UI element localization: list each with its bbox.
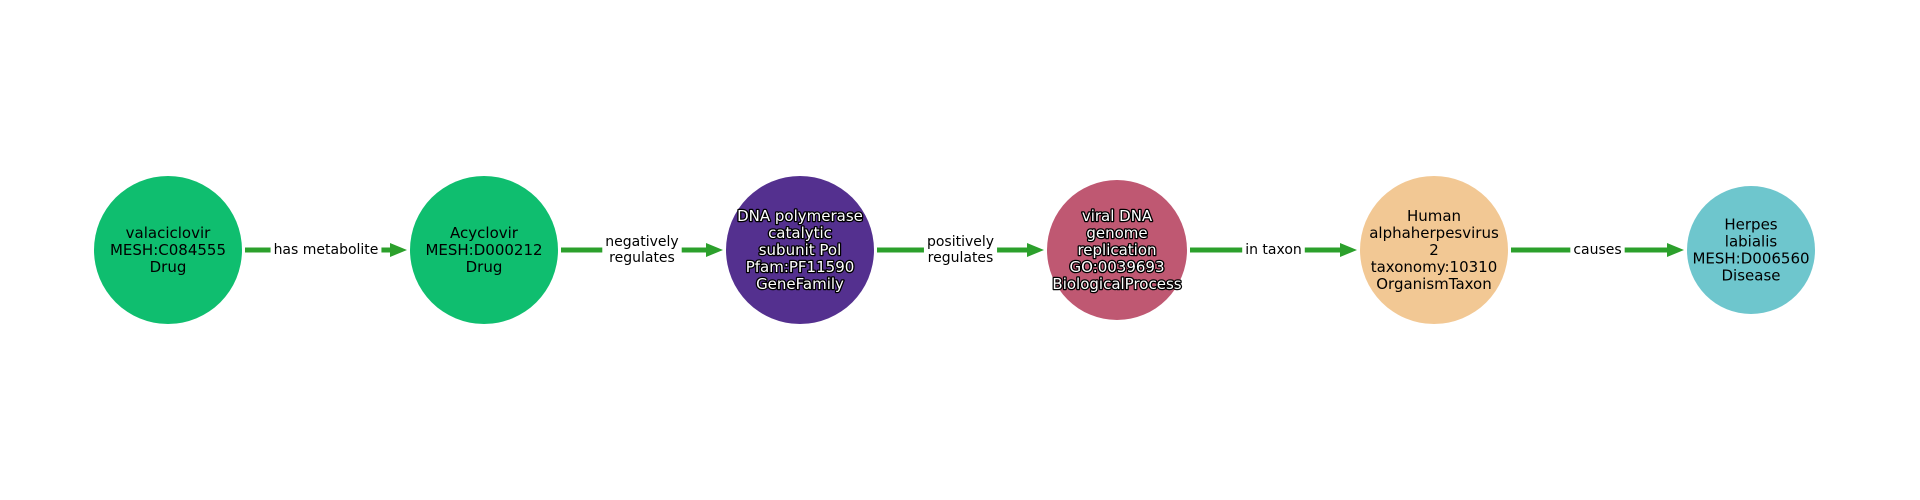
node-label-line: DNA polymerase — [737, 207, 863, 225]
node-circle-valaciclovir — [94, 176, 242, 324]
edge-label-bg — [602, 233, 682, 267]
edge-label-bg — [1242, 241, 1305, 259]
node-label-line: genome — [1086, 224, 1147, 242]
edge-arrowhead-icon — [390, 243, 407, 257]
edge-arrowhead-icon — [1667, 243, 1684, 257]
node-label-line: replication — [1077, 241, 1156, 259]
node-label-line: MESH:D006560 — [1692, 250, 1809, 268]
edge-label-text: positively — [927, 234, 994, 250]
node-label-line: 2 — [1429, 241, 1439, 259]
edge-arrowhead-icon — [1340, 243, 1357, 257]
node-label-line: taxonomy:10310 — [1371, 258, 1498, 276]
edge-label-text: regulates — [928, 250, 994, 266]
node-label-line: viral DNA — [1082, 207, 1153, 225]
node-circle-viral-dna-genome-replication — [1047, 180, 1187, 320]
edge-label-bg — [1570, 241, 1625, 259]
node-human-alphaherpesvirus-2: Humanalphaherpesvirus2taxonomy:10310Orga… — [1360, 176, 1508, 324]
edge-label-text: negatively — [605, 234, 678, 250]
edge-label-text: has metabolite — [274, 242, 379, 258]
node-label-line: Herpes — [1724, 216, 1777, 234]
node-label-line: BiologicalProcess — [1052, 275, 1181, 293]
edge-arrowhead-icon — [1027, 243, 1044, 257]
node-label-line: Drug — [150, 258, 187, 276]
node-label-line: GeneFamily — [756, 275, 844, 293]
node-label-line: Drug — [466, 258, 503, 276]
node-circle-herpes-labialis — [1687, 186, 1815, 314]
edge-label-3: in taxon — [1242, 241, 1305, 259]
edge-label-0: has metabolite — [270, 241, 382, 259]
edge-label-bg — [923, 233, 998, 267]
node-circle-acyclovir — [410, 176, 558, 324]
node-label-line: Human — [1407, 207, 1461, 225]
edge-label-text: regulates — [609, 250, 675, 266]
node-label-line: subunit Pol — [759, 241, 842, 259]
node-label-line: valaciclovir — [126, 224, 211, 242]
node-circle-human-alphaherpesvirus-2 — [1360, 176, 1508, 324]
node-viral-dna-genome-replication: viral DNAgenomereplicationGO:0039693Biol… — [1047, 180, 1187, 320]
edge-arrowhead-icon — [706, 243, 723, 257]
node-label-line: MESH:C084555 — [110, 241, 226, 259]
node-label-line: catalytic — [768, 224, 832, 242]
node-label-line: alphaherpesvirus — [1369, 224, 1499, 242]
node-label-line: Acyclovir — [450, 224, 519, 242]
node-label-line: Disease — [1722, 267, 1781, 285]
node-label-line: Pfam:PF11590 — [746, 258, 855, 276]
nodes-layer: valaciclovirMESH:C084555DrugAcyclovirMES… — [94, 176, 1815, 324]
node-label-line: OrganismTaxon — [1376, 275, 1492, 293]
node-label-line: labialis — [1725, 233, 1778, 251]
edge-label-bg — [270, 241, 382, 259]
edge-label-text: causes — [1573, 242, 1621, 258]
node-label-line: MESH:D000212 — [425, 241, 542, 259]
edge-label-4: causes — [1570, 241, 1625, 259]
node-label-line: GO:0039693 — [1069, 258, 1164, 276]
node-circle-dna-polymerase-catalytic-subunit-pol — [726, 176, 874, 324]
edge-label-text: in taxon — [1245, 242, 1302, 258]
